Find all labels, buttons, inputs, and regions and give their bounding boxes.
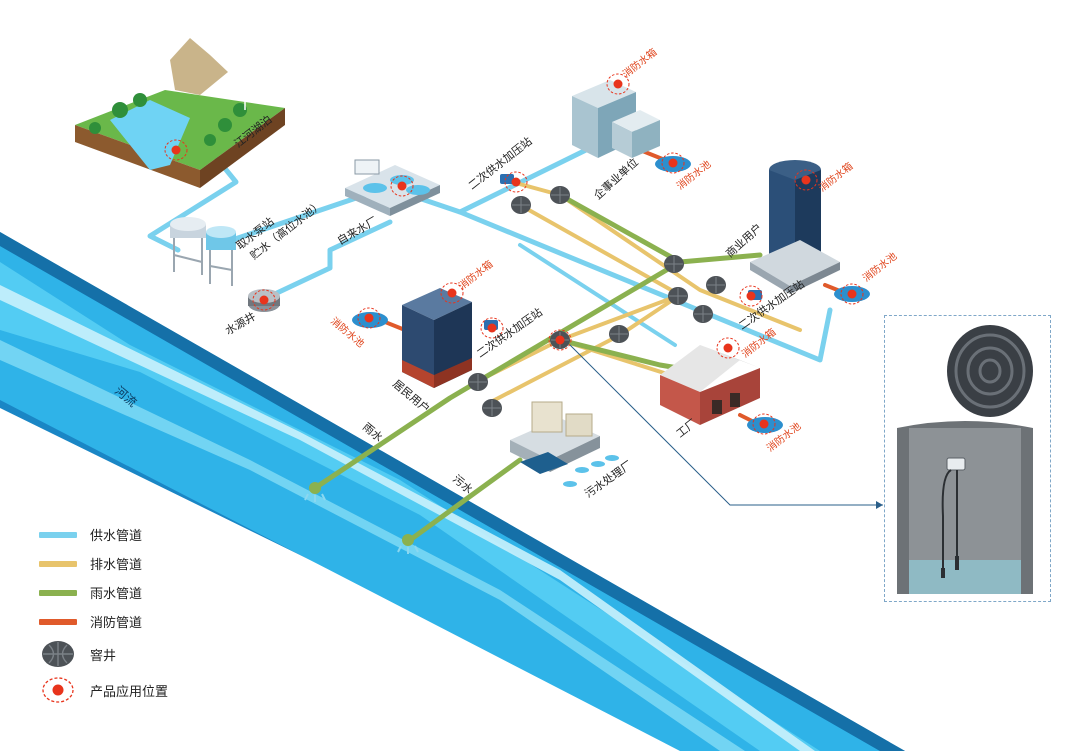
product-location-icon [840,283,864,305]
legend-item-manhole: 窨井 [38,636,258,672]
manhole-icon [550,186,570,204]
water-tower [170,217,236,286]
enterprise-building [572,80,660,158]
product-location-icon [606,73,630,95]
manhole-icon [482,399,502,417]
rain-swatch-icon [39,589,77,596]
legend-item-rain: 雨水管道 [38,578,258,607]
product-location-icon [390,175,414,197]
sensor-device-icon [946,457,966,471]
inset-arrow [876,501,883,509]
commercial-tower [750,160,840,294]
product-location-icon [794,169,818,191]
legend-label-rain: 雨水管道 [90,587,143,602]
waterworks [345,159,440,216]
legend-label-drain: 排水管道 [90,558,143,573]
manhole-icon [511,196,531,214]
label-sewage-plant: 污水处理厂 [582,458,635,500]
product-location-icon [42,677,74,703]
drain-swatch-icon [39,560,77,567]
manhole-detail-inset [884,315,1051,602]
manhole-icon [468,373,488,391]
label-fire-pool-commercial: 消防水池 [860,249,900,284]
label-fire-tank-commercial: 消防水箱 [816,159,856,194]
manhole-icon [706,276,726,294]
manhole-icon [693,305,713,323]
legend-item-fire: 消防管道 [38,607,258,636]
lake-illustration [75,30,289,188]
legend-item-drain: 排水管道 [38,549,258,578]
label-fire-tank-enterprise: 消防水箱 [620,45,660,80]
manholes-layer [468,186,726,417]
factory-building [660,345,760,425]
fire-swatch-icon [39,618,77,625]
inset-connector-line [569,344,883,506]
product-location-icon [716,337,740,359]
label-enterprise: 企事业单位 [591,155,641,202]
product-location-icon [440,282,464,304]
manhole-detail-svg [897,325,1033,594]
legend: 供水管道 排水管道 雨水管道 消防管道 窨井 产品应用位置 [38,520,258,708]
product-location-icon [548,329,572,351]
outfalls [304,482,419,554]
product-location-icon [164,139,188,161]
legend-label-fire: 消防管道 [90,616,143,631]
product-location-icon [752,413,776,435]
product-markers-layer [164,73,864,435]
supply-swatch-icon [39,531,77,538]
legend-label-product: 产品应用位置 [90,684,169,700]
product-location-icon [739,285,763,307]
sewage-plant [510,401,619,487]
legend-item-supply: 供水管道 [38,520,258,549]
legend-label-supply: 供水管道 [90,529,143,544]
manhole-cover-icon [947,325,1033,417]
product-location-icon [480,317,504,339]
product-location-icon [661,152,685,174]
label-booster-right: 二次供水加压站 [736,277,807,333]
manhole-icon [668,287,688,305]
legend-item-product: 产品应用位置 [38,672,258,708]
product-location-icon [504,171,528,193]
product-location-icon [357,307,381,329]
wind-turbines [235,57,289,110]
label-well: 水源井 [223,309,259,338]
river: 河流 [0,232,905,751]
manhole-icon [664,255,684,273]
product-location-icon [252,289,276,311]
manhole-icon [609,325,629,343]
well-water [909,560,1021,594]
label-fire-tank-residential: 消防水箱 [456,257,496,292]
legend-label-manhole: 窨井 [90,648,117,664]
manhole-icon [42,641,74,667]
residential-building [402,288,472,388]
